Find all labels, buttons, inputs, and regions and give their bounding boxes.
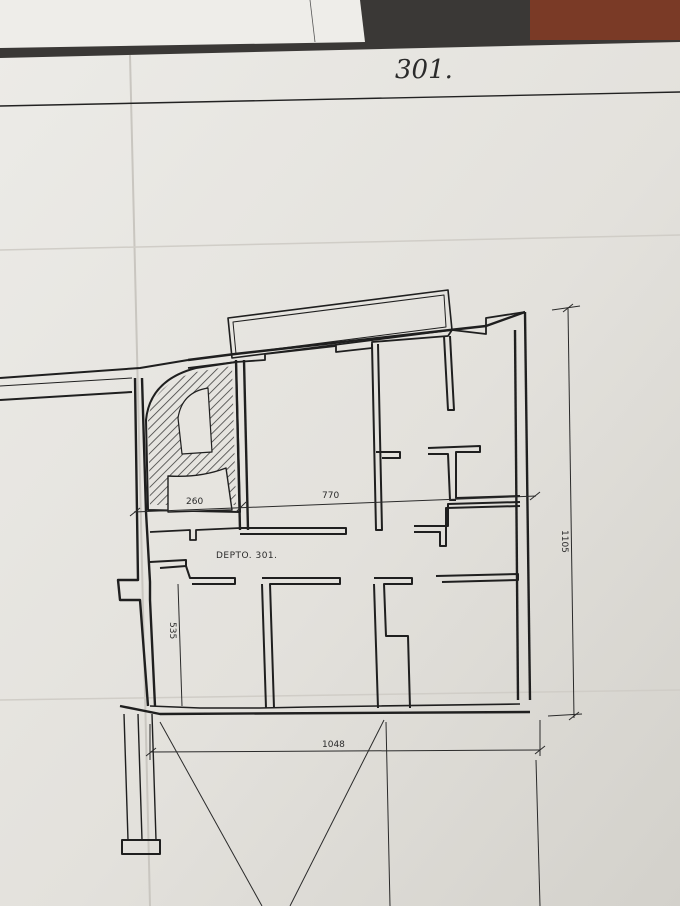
column bbox=[121, 839, 161, 855]
dim-line-bottom bbox=[149, 749, 541, 753]
corridor-wall-top bbox=[0, 359, 189, 379]
outer-wall-right-inner bbox=[513, 329, 520, 701]
staircase-well bbox=[177, 387, 213, 455]
fold-line bbox=[0, 234, 680, 251]
interior-wall bbox=[234, 359, 242, 531]
dim-label-inner-width: 770 bbox=[322, 491, 339, 501]
interior-wall bbox=[373, 583, 379, 709]
balcony-inner bbox=[232, 294, 447, 355]
dim-line-vertical bbox=[567, 307, 575, 719]
outer-wall-right bbox=[523, 311, 532, 701]
interior-wall bbox=[262, 577, 341, 709]
outer-wall-top bbox=[187, 310, 526, 362]
interior-wall bbox=[428, 453, 456, 501]
dim-label-lower-height: 535 bbox=[167, 622, 177, 639]
dim-line-vertical-lower bbox=[177, 583, 183, 707]
corridor-wall bbox=[149, 527, 241, 541]
outer-wall-bottom bbox=[119, 704, 531, 716]
dim-line-horizontal bbox=[133, 495, 537, 513]
interior-wall bbox=[443, 335, 455, 411]
construction-line bbox=[535, 759, 541, 906]
dimension-lines bbox=[129, 303, 583, 906]
dim-label-total-width: 1048 bbox=[322, 740, 345, 750]
unit-label: DEPTO. 301. bbox=[216, 551, 278, 561]
construction-line bbox=[289, 719, 385, 906]
outer-wall-left-inner bbox=[140, 377, 157, 707]
corridor-wall bbox=[414, 505, 521, 547]
dim-label-stair-width: 260 bbox=[186, 497, 203, 507]
construction-line bbox=[385, 721, 391, 906]
corridor-wall bbox=[414, 501, 521, 527]
corridor-wall bbox=[240, 527, 347, 535]
sheet-top-fragment bbox=[0, 0, 365, 48]
outer-wall-bottom-inner bbox=[149, 703, 521, 709]
construction-line bbox=[159, 721, 263, 906]
sheet-number: 301. bbox=[395, 55, 453, 85]
title-border bbox=[0, 91, 680, 107]
table-accent bbox=[530, 0, 680, 40]
fold-line bbox=[129, 54, 151, 906]
interior-wall bbox=[435, 573, 519, 583]
floor-plan bbox=[0, 289, 532, 855]
corridor-wall-bottom bbox=[0, 391, 133, 401]
outer-wall-left bbox=[116, 377, 150, 707]
interior-wall bbox=[185, 565, 236, 585]
staircase-outline bbox=[145, 361, 241, 513]
interior-wall bbox=[261, 583, 267, 709]
interior-wall bbox=[376, 451, 401, 459]
staircase-landing bbox=[167, 467, 233, 513]
paper-sheet bbox=[0, 42, 680, 906]
dim-label-total-height: 1105 bbox=[559, 530, 569, 553]
interior-wall bbox=[371, 343, 383, 531]
interior-wall bbox=[427, 445, 521, 499]
fold-line bbox=[0, 689, 680, 701]
interior-wall bbox=[374, 577, 413, 709]
interior-wall bbox=[149, 559, 187, 569]
